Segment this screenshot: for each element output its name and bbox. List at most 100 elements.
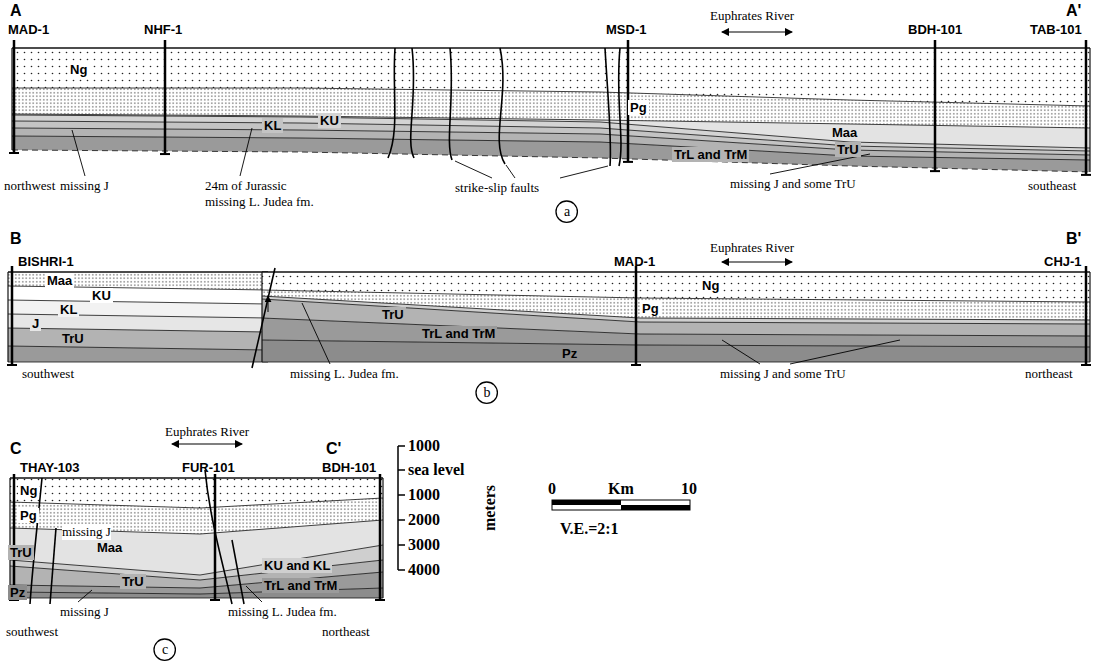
unit-label: TrU xyxy=(120,574,146,589)
unit-label: TrL and TrM xyxy=(262,578,339,593)
annotation: missing J and some TrU xyxy=(730,176,856,192)
well-name: MAD-1 xyxy=(8,22,49,37)
fault-line xyxy=(449,48,452,160)
fault-line xyxy=(252,268,275,368)
horizon-line xyxy=(262,290,1090,302)
river-arrow xyxy=(722,261,792,262)
horizon-line xyxy=(8,328,268,332)
river-label: Euphrates River xyxy=(165,424,249,440)
unit-label: Pg xyxy=(628,100,649,115)
horizon-line xyxy=(12,88,1090,106)
unit-label: TrL and TrM xyxy=(420,326,497,341)
well-symbol xyxy=(930,40,940,171)
section-b-west xyxy=(8,272,268,362)
unit-label: J xyxy=(30,316,41,331)
depth-unit: meters xyxy=(481,485,499,531)
annotation: missing J and some TrU xyxy=(720,366,846,382)
horizon-line xyxy=(262,340,1090,347)
depth-value: 1000 xyxy=(408,437,440,455)
depth-value: 2000 xyxy=(408,511,440,529)
rock-unit xyxy=(262,296,1090,324)
well-name: CHJ-1 xyxy=(1044,254,1082,269)
horizon-line xyxy=(10,498,383,508)
leader-line xyxy=(790,340,900,364)
unit-label: Maa xyxy=(830,125,859,140)
section-edge xyxy=(1089,272,1090,362)
annotation: missing J xyxy=(60,178,109,194)
section-letter: C' xyxy=(326,440,341,458)
rock-unit xyxy=(262,340,1090,362)
horizon-line xyxy=(10,477,383,479)
leader-line xyxy=(455,161,492,178)
horizon-line xyxy=(8,346,268,350)
section-a xyxy=(12,48,1090,172)
exaggeration-note: V.E.=2:1 xyxy=(560,520,619,538)
unit-label: TrL and TrM xyxy=(672,147,749,162)
direction-label: northeast xyxy=(322,624,370,640)
annotation: missing L. Judea fm. xyxy=(290,366,399,382)
section-letter: C xyxy=(10,440,22,458)
direction-label: northwest xyxy=(4,178,55,194)
depth-value: sea level xyxy=(408,461,464,479)
rock-unit xyxy=(12,136,1090,172)
section-edge xyxy=(9,478,10,598)
section-edge xyxy=(382,478,383,598)
fault-line xyxy=(388,48,395,158)
well-symbol xyxy=(210,474,220,600)
unit-label: Pg xyxy=(18,508,39,523)
river-label: Euphrates River xyxy=(710,240,794,256)
horizon-line xyxy=(12,150,1090,172)
horizon-line xyxy=(8,362,268,363)
section-edge xyxy=(261,272,262,362)
leader-line xyxy=(770,154,870,174)
river-label: Euphrates River xyxy=(710,8,794,24)
scale-unit: Km xyxy=(608,480,634,498)
unit-label: Maa xyxy=(45,273,74,288)
direction-label: southwest xyxy=(22,366,74,382)
leader-line xyxy=(560,166,608,178)
leader-line xyxy=(240,128,252,176)
well-name: FUR-101 xyxy=(182,460,235,475)
leader-line xyxy=(72,130,85,176)
unit-label: KU and KL xyxy=(262,558,332,573)
unit-label: Ng xyxy=(68,62,89,77)
well-name: TAB-101 xyxy=(1030,22,1082,37)
section-c xyxy=(10,478,383,598)
unit-label: TrU xyxy=(380,307,406,322)
horizon-line xyxy=(262,271,1090,273)
section-letter: A' xyxy=(1066,2,1081,20)
unit-label: KL xyxy=(58,302,79,317)
annotation: missing L. Judea fm. xyxy=(228,604,337,620)
section-letter: B' xyxy=(1066,230,1081,248)
horizon-line xyxy=(262,362,1090,363)
panel-letter-circle: c xyxy=(153,638,176,661)
scale-value: 0 xyxy=(548,480,556,498)
well-name: MSD-1 xyxy=(606,22,646,37)
rock-unit xyxy=(10,572,383,594)
river-arrow xyxy=(172,443,242,444)
depth-value: 3000 xyxy=(408,536,440,554)
rock-unit xyxy=(8,346,268,362)
leader-line xyxy=(506,165,515,178)
unit-label: TrU xyxy=(835,142,861,157)
rock-unit xyxy=(8,328,268,350)
well-name: MAD-1 xyxy=(614,254,655,269)
unit-label: KU xyxy=(318,113,341,128)
unit-label: Pg xyxy=(640,301,661,316)
depth-value: 4000 xyxy=(408,561,440,579)
unit-label: TrU xyxy=(8,545,34,560)
rock-unit xyxy=(8,272,268,290)
well-name: BDH-101 xyxy=(908,22,962,37)
unit-label: Pz xyxy=(8,585,27,600)
panel-letter: b xyxy=(483,385,490,400)
direction-label: southeast xyxy=(1028,178,1076,194)
well-name: THAY-103 xyxy=(20,460,80,475)
fault-line xyxy=(619,48,621,166)
section-b-east xyxy=(262,272,1090,362)
horizon-line xyxy=(12,136,1090,160)
scale-bar xyxy=(552,500,690,510)
unit-label: Ng xyxy=(700,278,721,293)
